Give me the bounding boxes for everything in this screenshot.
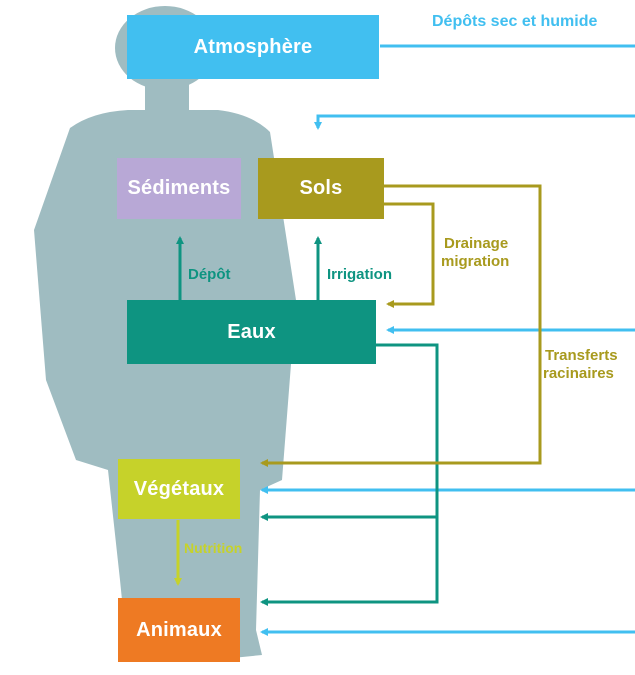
drainage-label-line1: Drainage [444,235,509,252]
sols-arrows [260,184,542,467]
vegetaux-box: Végétaux [118,459,240,519]
atmosphere-box: Atmosphère [127,15,379,79]
transferts-label-line2: racinaires [543,365,614,382]
transferts-label-line1: Transferts [545,347,618,364]
drainage-label-line2: migration [441,253,510,270]
eaux-arrows [176,236,439,606]
arrow-eaux-animaux [260,517,439,606]
eaux-box: Eaux [127,300,376,364]
atmosphere-arrows [260,44,635,636]
depots-label: Dépôts sec et humide [432,13,598,30]
depot-label: Dépôt [188,266,231,283]
sols-box: Sols [258,158,384,219]
irrigation-label: Irrigation [327,266,393,283]
nutrition-label: Nutrition [184,540,243,556]
arrow-to-sols [314,114,635,130]
sediments-box: Sédiments [117,158,241,219]
arrow-drainage [384,202,435,308]
arrow-transferts [260,184,542,467]
animaux-box: Animaux [118,598,240,662]
arrow-eaux-vegetaux [260,343,439,521]
